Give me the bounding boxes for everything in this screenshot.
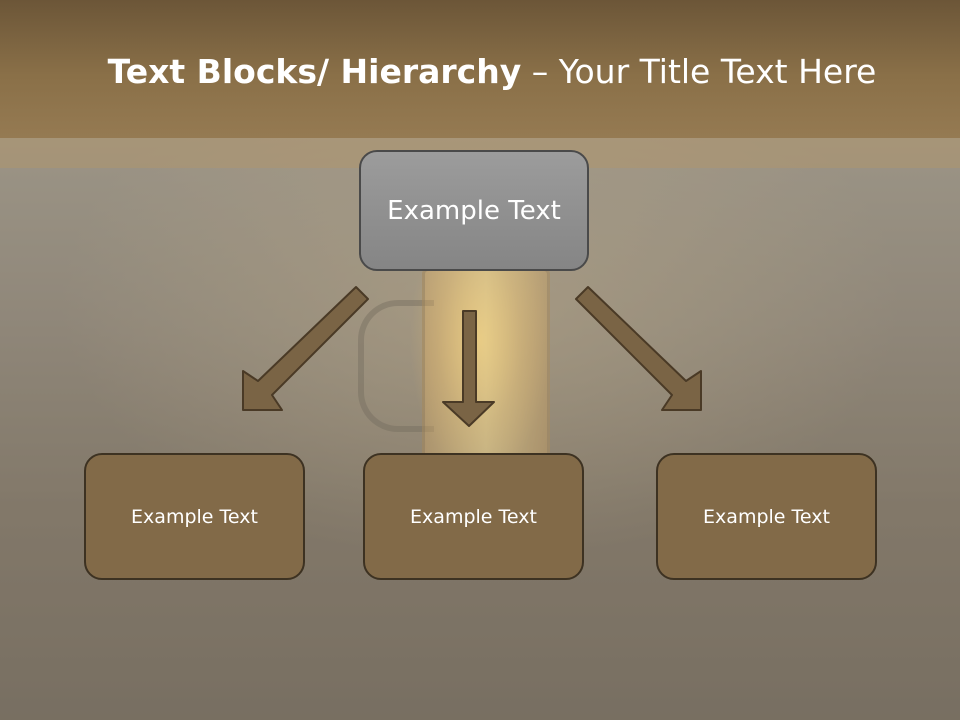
arrow-left xyxy=(242,286,369,411)
child-text-block-label: Example Text xyxy=(410,505,537,528)
beer-mug xyxy=(422,268,550,474)
child-text-block-middle[interactable]: Example Text xyxy=(363,453,584,580)
arrow-right xyxy=(575,286,702,411)
title-regular-part: Your Title Text Here xyxy=(558,52,877,91)
slide-title: Text Blocks/ Hierarchy – Your Title Text… xyxy=(0,52,960,91)
title-bar: Text Blocks/ Hierarchy – Your Title Text… xyxy=(0,0,960,138)
arrow-middle xyxy=(442,310,495,427)
top-text-block-label: Example Text xyxy=(387,195,561,226)
child-text-block-right[interactable]: Example Text xyxy=(656,453,877,580)
title-bold-part: Text Blocks/ Hierarchy xyxy=(107,52,522,91)
child-text-block-label: Example Text xyxy=(703,505,830,528)
title-dash: – xyxy=(521,52,559,91)
top-text-block[interactable]: Example Text xyxy=(359,150,589,271)
child-text-block-left[interactable]: Example Text xyxy=(84,453,305,580)
child-text-block-label: Example Text xyxy=(131,505,258,528)
beer-mug-handle xyxy=(358,300,434,432)
